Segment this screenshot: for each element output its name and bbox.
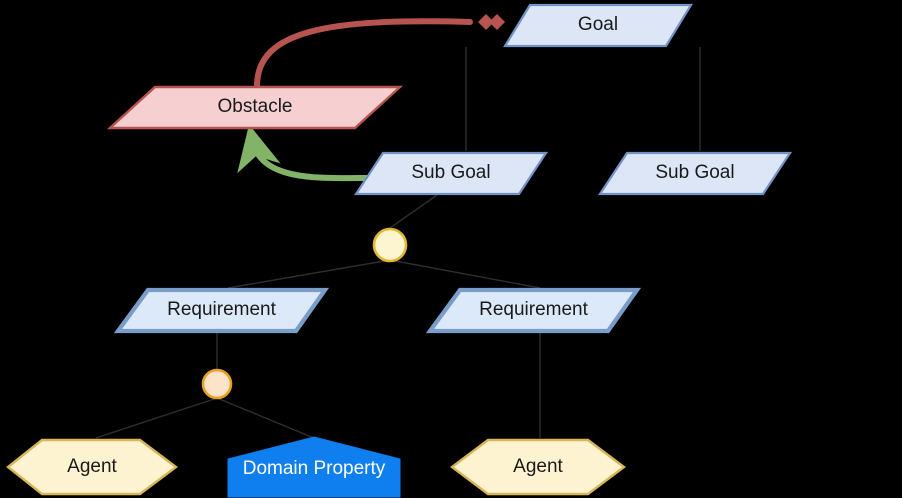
node-subgoal-left[interactable] (353, 151, 549, 196)
edge-subgoal-to-obstacle[interactable] (237, 124, 375, 182)
faint-connector-lines (95, 47, 701, 439)
node-agent-left[interactable] (6, 438, 178, 496)
faint-line-subgoal-circle (389, 194, 438, 229)
node-agent-right[interactable] (450, 438, 626, 496)
edge-obstacle-to-goal[interactable] (254, 14, 505, 89)
node-subgoal-right[interactable] (597, 151, 793, 196)
node-requirement-left[interactable] (113, 287, 330, 334)
faint-line-circle-agent-left (95, 397, 218, 439)
node-goal[interactable] (503, 3, 693, 48)
node-refinement-circle-upper[interactable] (372, 227, 408, 263)
faint-line-circle-domain-property (216, 397, 315, 439)
node-domain-property[interactable] (227, 436, 401, 498)
node-refinement-circle-lower[interactable] (201, 368, 233, 400)
node-obstacle[interactable] (106, 85, 404, 130)
double-diamond-marker-icon (478, 14, 505, 30)
faint-line-circle-requirement-left (227, 259, 391, 289)
node-requirement-right[interactable] (425, 287, 642, 334)
faint-line-circle-requirement-right (389, 259, 541, 289)
